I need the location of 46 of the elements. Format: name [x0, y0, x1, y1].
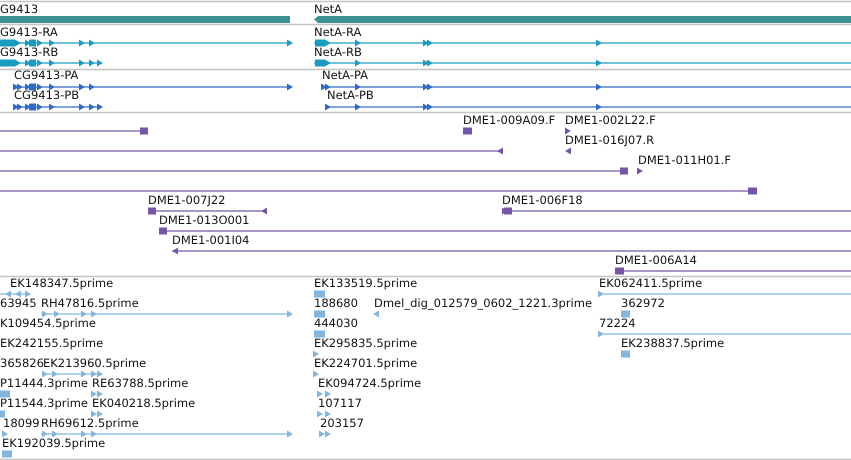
feature-label: 444030	[314, 317, 358, 330]
feature-label: RE63788.5prime	[92, 377, 188, 390]
feature-label: RH47816.5prime	[41, 297, 139, 310]
feature-label: NetA-PB	[327, 89, 374, 102]
feature-label: DME1-016J07.R	[565, 134, 654, 147]
feature-label: EK133519.5prime	[314, 277, 418, 290]
feature-label: P11444.3prime	[0, 377, 88, 390]
feature-label: 63945	[0, 297, 37, 310]
feature-label: DME1-009A09.F	[463, 114, 556, 127]
feature-label: G9413	[0, 3, 38, 16]
feature-label: NetA-RA	[314, 26, 362, 39]
feature-label: 18099	[3, 417, 40, 430]
feature-label: 107117	[318, 397, 362, 410]
feature-label: K109454.5prime	[0, 317, 96, 330]
feature-label: NetA	[314, 3, 342, 16]
feature-label: 188680	[314, 297, 358, 310]
feature-label: EK213960.5prime	[43, 357, 146, 370]
feature-label: P11544.3prime	[0, 397, 88, 410]
feature-label: CG9413-PA	[14, 69, 78, 82]
feature-label: DME1-006F18	[502, 194, 583, 207]
feature-label: DME1-002L22.F	[565, 114, 656, 127]
feature-label: 203157	[320, 417, 364, 430]
feature-label: EK192039.5prime	[2, 437, 106, 450]
feature-label: DME1-006A14	[615, 254, 697, 267]
feature-label: EK040218.5prime	[92, 397, 196, 410]
feature-label: EK062411.5prime	[599, 277, 702, 290]
feature-label: DME1-011H01.F	[638, 154, 732, 167]
feature-label: Dmel_dig_012579_0602_1221.3prime	[374, 297, 592, 310]
feature-label: EK242155.5prime	[0, 337, 104, 350]
feature-label: EK238837.5prime	[621, 337, 724, 350]
feature-label: DME1-007J22	[148, 194, 226, 207]
feature-label: EK295835.5prime	[314, 337, 418, 350]
feature-label: EK094724.5prime	[318, 377, 422, 390]
feature-label: EK224701.5prime	[314, 357, 418, 370]
feature-label: NetA-PA	[322, 69, 368, 82]
feature-label: NetA-RB	[314, 46, 362, 59]
feature-label: G9413-RB	[0, 46, 58, 59]
feature-label: 362972	[621, 297, 665, 310]
feature-label: G9413-RA	[0, 26, 58, 39]
feature-label: EK148347.5prime	[10, 277, 114, 290]
feature-label: DME1-001I04	[172, 234, 250, 247]
feature-label: CG9413-PB	[14, 89, 80, 102]
feature-label: 72224	[599, 317, 636, 330]
feature-label: 365826	[0, 357, 44, 370]
feature-label: RH69612.5prime	[41, 417, 139, 430]
feature-label: DME1-013O001	[159, 214, 250, 227]
